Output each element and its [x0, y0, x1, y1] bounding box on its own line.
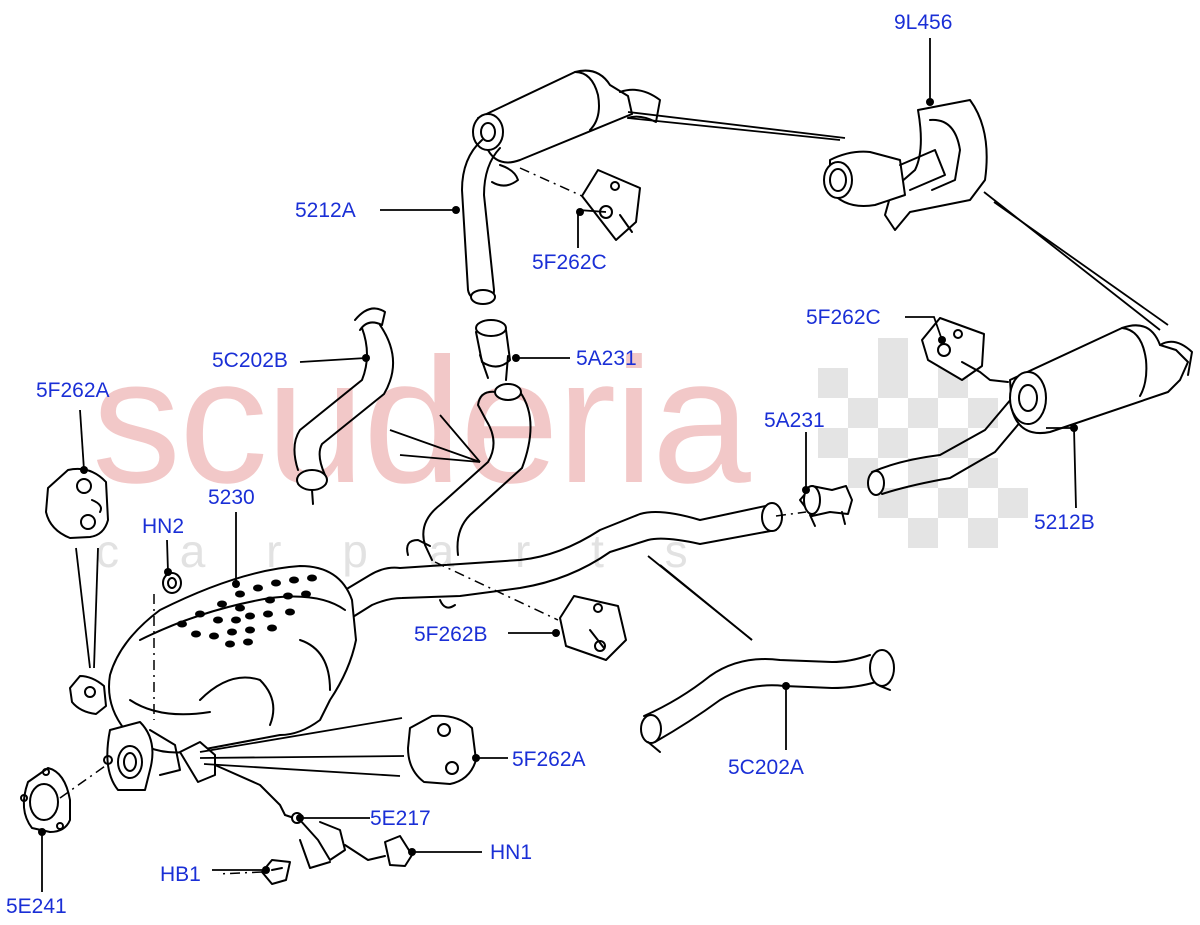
tail-pipe-5212A: [461, 139, 501, 305]
label-HN2: HN2: [142, 515, 185, 538]
bracket-5F262A-left: [45, 467, 109, 539]
label-9L456: 9L456: [894, 11, 953, 34]
pipe-5C202A: [640, 649, 895, 753]
nut-HN2: [162, 572, 182, 594]
sensor-bracket: [179, 741, 346, 869]
heat-shield-9L456: [823, 99, 988, 231]
label-5212B: 5212B: [1034, 511, 1095, 534]
nut-HN1: [344, 835, 413, 867]
label-5C202A: 5C202A: [728, 756, 804, 779]
front-muffler-5230: [103, 565, 357, 791]
label-5E217: 5E217: [370, 807, 431, 830]
bracket-small-left: [69, 675, 107, 715]
pipe-5C202B: [293, 307, 395, 505]
label-5F262C-top: 5F262C: [532, 251, 607, 274]
label-5212A: 5212A: [295, 199, 356, 222]
rear-muffler-5212B: [867, 324, 1193, 496]
label-5A231-middle: 5A231: [576, 347, 637, 370]
clamp-5A231-middle: [475, 319, 511, 381]
main-pipe: [344, 502, 783, 621]
label-5F262B: 5F262B: [414, 623, 488, 646]
label-5E241: 5E241: [6, 895, 67, 918]
label-5F262C-right: 5F262C: [806, 306, 881, 329]
bracket-5F262B: [559, 595, 627, 661]
leader-dots: [38, 98, 1078, 874]
label-HB1: HB1: [160, 863, 201, 886]
label-5F262A-bottom: 5F262A: [512, 748, 586, 771]
bolt-HB1: [261, 859, 291, 885]
bracket-5F262A-bottom: [407, 714, 477, 785]
label-HN1: HN1: [490, 841, 533, 864]
label-5F262A-left: 5F262A: [36, 379, 110, 402]
bracket-5F262C-right: [921, 317, 1009, 383]
clamp-5A231-right: [799, 485, 853, 527]
label-5230: 5230: [208, 486, 255, 509]
gasket-5E241: [20, 767, 71, 833]
leader-lines: [41, 38, 1169, 892]
intermediate-pipe: [406, 383, 532, 561]
label-5A231-right: 5A231: [764, 409, 825, 432]
rear-muffler-left: [472, 69, 661, 187]
checkered-flag-watermark: [818, 338, 1028, 548]
bracket-5F262C-top: [581, 169, 641, 241]
dash-lines: [59, 167, 807, 875]
watermark-brand: scuderia: [92, 321, 751, 520]
label-5C202B: 5C202B: [212, 349, 288, 372]
